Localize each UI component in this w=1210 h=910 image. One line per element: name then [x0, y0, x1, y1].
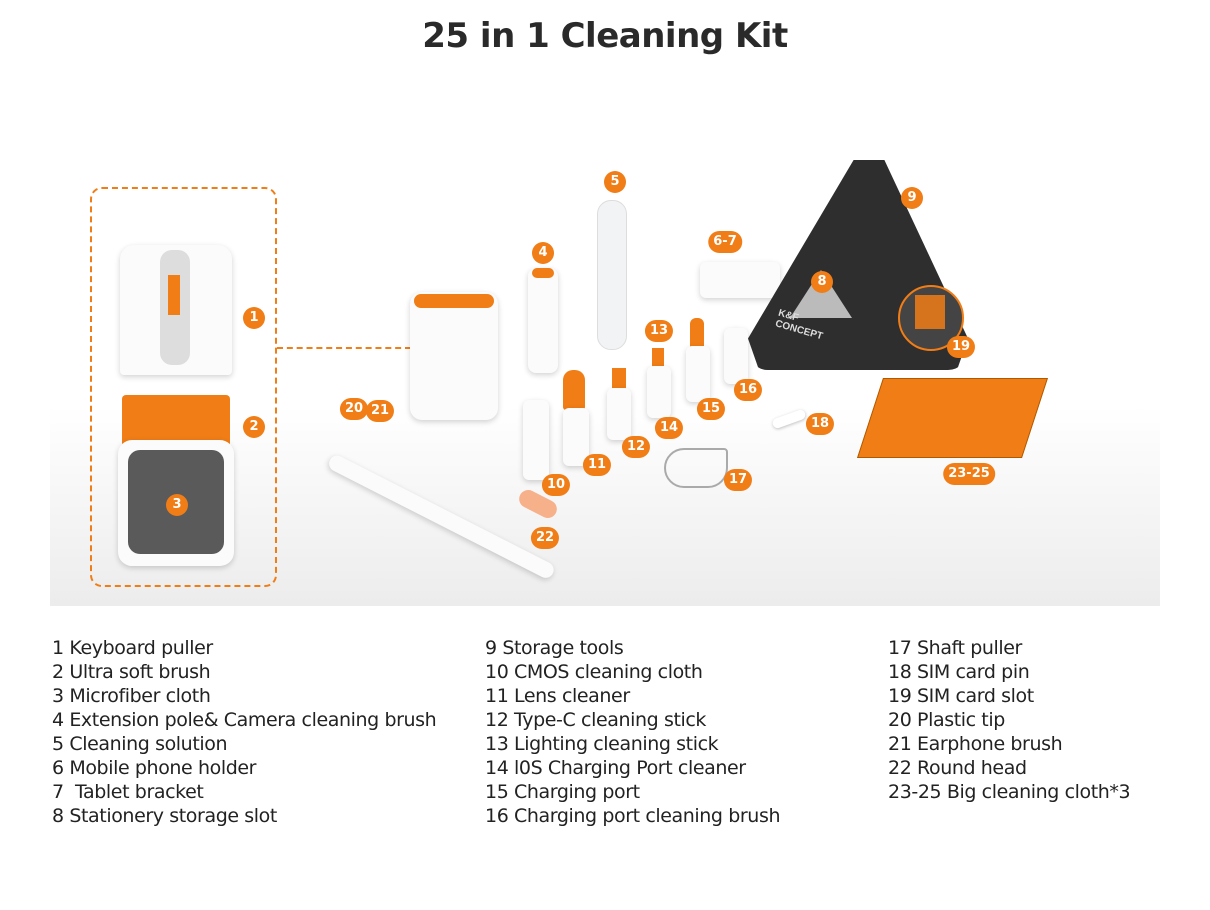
typec-stick — [607, 388, 631, 440]
legend-item: 14 l0S Charging Port cleaner — [485, 757, 746, 779]
callout-4: 4 — [532, 242, 554, 264]
legend-item: 23-25 Big cleaning cloth*3 — [888, 781, 1131, 803]
legend-item: 10 CMOS cleaning cloth — [485, 661, 703, 683]
callout-9: 9 — [901, 187, 923, 209]
legend-item: 4 Extension pole& Camera cleaning brush — [52, 709, 437, 731]
legend-item: 7 Tablet bracket — [52, 781, 204, 803]
callout-17: 17 — [723, 469, 753, 491]
legend-item: 16 Charging port cleaning brush — [485, 805, 781, 827]
puller-orange — [168, 275, 180, 315]
legend-column-2: 9 Storage tools 10 CMOS cleaning cloth 1… — [485, 636, 780, 828]
cleaning-cloths — [857, 378, 1048, 458]
legend-column-3: 17 Shaft puller 18 SIM card pin 19 SIM c… — [888, 636, 1131, 804]
legend-item: 12 Type-C cleaning stick — [485, 709, 707, 731]
legend-item: 6 Mobile phone holder — [52, 757, 257, 779]
legend-item: 8 Stationery storage slot — [52, 805, 277, 827]
legend-item: 5 Cleaning solution — [52, 733, 228, 755]
detail-connector — [277, 347, 411, 349]
port-tip — [690, 318, 704, 348]
callout-16: 16 — [733, 379, 763, 401]
charging-port-stick — [686, 346, 710, 402]
callout-12: 12 — [621, 436, 651, 458]
typec-tip — [612, 368, 626, 390]
legend-item: 22 Round head — [888, 757, 1027, 779]
lightning-tip — [652, 348, 664, 368]
legend-item: 11 Lens cleaner — [485, 685, 630, 707]
callout-8: 8 — [811, 271, 833, 293]
callout-22: 22 — [530, 527, 560, 549]
legend-item: 1 Keyboard puller — [52, 637, 213, 659]
callout-19: 19 — [946, 336, 976, 358]
shaft-puller — [664, 448, 728, 488]
callout-13: 13 — [644, 320, 674, 342]
callout-20: 20 — [339, 398, 369, 420]
case-top — [414, 294, 494, 308]
legend-item: 2 Ultra soft brush — [52, 661, 211, 683]
pole-cap — [532, 268, 554, 278]
legend-item: 17 Shaft puller — [888, 637, 1022, 659]
page-title: 25 in 1 Cleaning Kit — [422, 16, 788, 56]
callout-6-7: 6-7 — [708, 231, 742, 253]
legend-item: 21 Earphone brush — [888, 733, 1063, 755]
storage-case — [410, 292, 498, 420]
sim-card — [915, 295, 945, 329]
legend-column-1: 1 Keyboard puller 2 Ultra soft brush 3 M… — [52, 636, 437, 828]
legend-item: 20 Plastic tip — [888, 709, 1005, 731]
detail-frame — [90, 187, 277, 587]
cmos-stick — [523, 400, 549, 480]
callout-3: 3 — [166, 494, 188, 516]
phone-holder — [700, 262, 780, 298]
legend-item: 18 SIM card pin — [888, 661, 1030, 683]
legend-item: 19 SIM card slot — [888, 685, 1034, 707]
lens-cleaner-tip — [563, 370, 585, 410]
lens-cleaner — [563, 408, 589, 466]
callout-14: 14 — [654, 417, 684, 439]
lightning-stick — [647, 366, 671, 418]
port-brush — [724, 328, 748, 384]
callout-5: 5 — [604, 171, 626, 193]
legend-item: 15 Charging port — [485, 781, 640, 803]
ultra-soft-brush — [122, 395, 230, 447]
extension-pole — [528, 268, 558, 373]
callout-1: 1 — [243, 307, 265, 329]
callout-18: 18 — [805, 413, 835, 435]
callout-10: 10 — [541, 474, 571, 496]
callout-15: 15 — [696, 398, 726, 420]
callout-11: 11 — [582, 454, 612, 476]
callout-2: 2 — [243, 416, 265, 438]
callout-21: 21 — [365, 400, 395, 422]
legend-item: 13 Lighting cleaning stick — [485, 733, 719, 755]
legend-item: 9 Storage tools — [485, 637, 624, 659]
cleaning-solution-bottle — [597, 200, 627, 350]
callout-23-25: 23-25 — [943, 463, 995, 485]
legend-item: 3 Microfiber cloth — [52, 685, 211, 707]
